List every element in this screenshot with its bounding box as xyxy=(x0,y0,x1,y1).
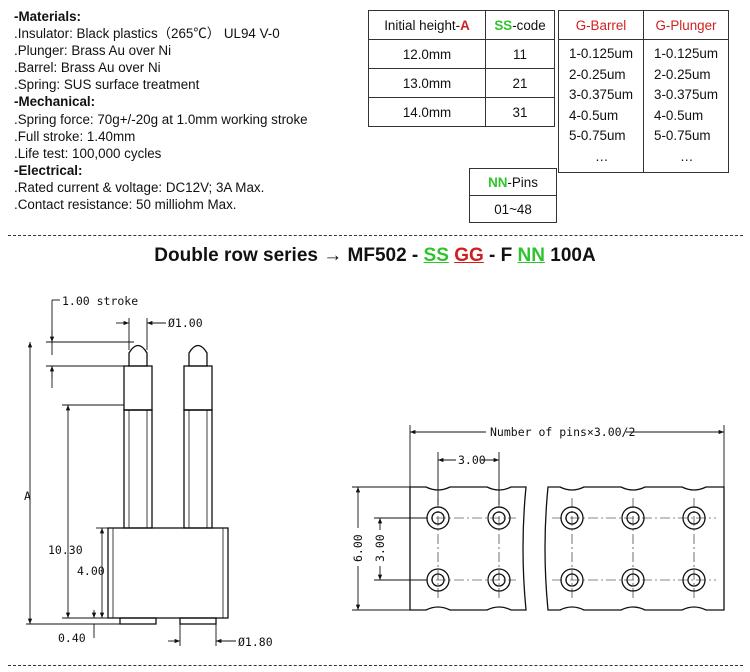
dashed-separator xyxy=(8,235,743,236)
list-item: 4-0.5um xyxy=(569,107,619,123)
list-item: 5-0.75um xyxy=(569,128,626,143)
spec-full-stroke: .Full stroke: 1.40mm xyxy=(14,128,136,144)
spec-rated: .Rated current & voltage: DC12V; 3A Max. xyxy=(14,179,265,195)
dim-040-label: 0.40 xyxy=(58,631,86,645)
tail-left xyxy=(119,617,157,625)
spec-barrel: .Barrel: Brass Au over Ni xyxy=(14,60,161,76)
list-item: 2-0.25um xyxy=(569,66,626,82)
spec-contact: .Contact resistance: 50 milliohm Max. xyxy=(14,197,237,213)
pin-contacts xyxy=(426,506,706,592)
plating-table: G-Barrel G-Plunger 1-0.125um 2-0.25um 3-… xyxy=(558,10,729,173)
height-column-header: Initial height-A xyxy=(368,10,486,40)
spec-life-test: .Life test: 100,000 cycles xyxy=(14,145,162,161)
table-row: 14.0mm 31 xyxy=(368,97,555,127)
top-view xyxy=(352,425,725,611)
width-y-label: 6.00 xyxy=(351,534,365,562)
housing-right xyxy=(544,486,725,611)
spec-insulator: .Insulator: Black plastics（265℃） UL94 V-… xyxy=(14,26,280,42)
electrical-header: -Electrical: xyxy=(14,162,83,178)
plunger-tip-left xyxy=(128,344,148,366)
dashed-separator-bottom xyxy=(8,665,743,666)
code-cell: 21 xyxy=(485,68,555,98)
barrel-left xyxy=(123,365,153,411)
pins-table: NN-Pins 01~48 xyxy=(469,168,557,223)
pitch-x-label: 3.00 xyxy=(458,453,486,467)
height-cell: 14.0mm xyxy=(368,97,486,127)
tail-right xyxy=(179,617,217,625)
top-view-dimensions xyxy=(352,425,725,611)
list-item: … xyxy=(680,148,694,164)
code-column-header: SS-code xyxy=(485,10,555,40)
specifications-block: -Materials: .Insulator: Black plastics（2… xyxy=(14,8,308,213)
gg-code: GG xyxy=(454,245,484,266)
part-number-title: Double row series → MF502 - SS GG - F NN… xyxy=(154,245,596,266)
code-cell: 31 xyxy=(485,97,555,127)
plunger-tip-right xyxy=(188,344,208,366)
list-item: 3-0.375um xyxy=(654,87,719,102)
dim-1030-label: 10.30 xyxy=(48,543,83,557)
list-item: 4-0.5um xyxy=(654,107,704,123)
nn-code: NN xyxy=(517,245,545,266)
plunger-diameter-label: Ø1.00 xyxy=(168,316,203,330)
ss-code: SS xyxy=(423,245,449,266)
height-cell: 12.0mm xyxy=(368,39,486,69)
plunger-plating-list: 1-0.125um 2-0.25um 3-0.375um 4-0.5um 5-0… xyxy=(643,39,729,173)
mechanical-header: -Mechanical: xyxy=(14,94,96,110)
center-lines xyxy=(418,498,716,600)
list-item: 3-0.375um xyxy=(569,87,634,102)
barrel-column-header: G-Barrel xyxy=(558,10,644,40)
list-item: 5-0.75um xyxy=(654,128,711,143)
list-item: 1-0.125um xyxy=(569,46,634,61)
height-a-label: A xyxy=(24,489,31,503)
list-item: 2-0.25um xyxy=(654,66,711,82)
barrel-diameter-label: Ø1.80 xyxy=(238,635,273,649)
pins-range-cell: 01~48 xyxy=(469,195,557,223)
side-view-dimensions xyxy=(26,299,236,646)
insulator-housing xyxy=(107,527,229,619)
height-code-table: Initial height-A SS-code 12.0mm 11 13.0m… xyxy=(368,10,555,127)
dim-400-label: 4.00 xyxy=(77,564,105,578)
materials-header: -Materials: xyxy=(14,9,81,24)
barrel-right xyxy=(183,365,213,411)
pins-column-header: NN-Pins xyxy=(469,168,557,196)
spec-plunger: .Plunger: Brass Au over Ni xyxy=(14,43,172,59)
overall-length-label: Number of pins×3.00/2 xyxy=(490,425,635,439)
barrel-plating-list: 1-0.125um 2-0.25um 3-0.375um 4-0.5um 5-0… xyxy=(558,39,644,173)
side-view xyxy=(26,299,236,646)
list-item: 1-0.125um xyxy=(654,46,719,61)
stroke-label: 1.00 stroke xyxy=(62,294,138,308)
spec-spring-force: .Spring force: 70g+/-20g at 1.0mm workin… xyxy=(14,111,308,127)
housing-left xyxy=(409,486,527,611)
pitch-y-label: 3.00 xyxy=(373,534,387,562)
list-item: … xyxy=(595,148,609,164)
spec-spring: .Spring: SUS surface treatment xyxy=(14,77,200,93)
